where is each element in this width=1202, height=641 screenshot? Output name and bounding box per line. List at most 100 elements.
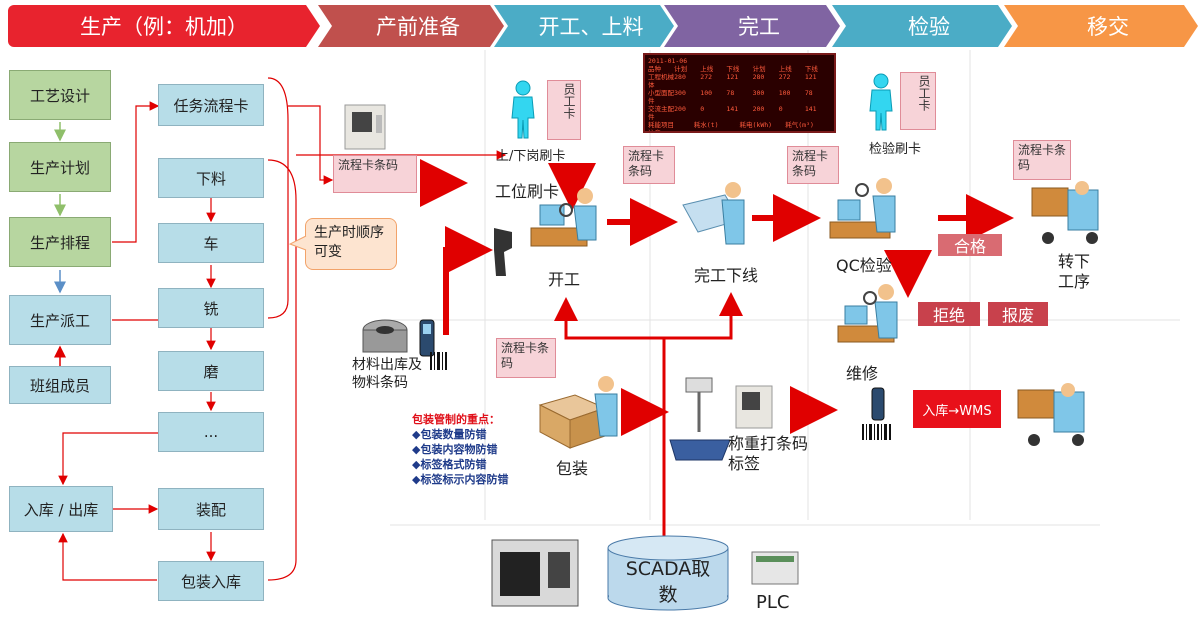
start-work-label: 开工 (548, 270, 581, 289)
board-cell: 上线 (778, 65, 792, 73)
forklift-icon (1031, 181, 1099, 244)
forklift-icon (1017, 383, 1085, 446)
workstation-icon (530, 188, 597, 247)
scrap-label: 报废 (988, 302, 1048, 326)
flow-card-tag: 流程卡条码 (623, 146, 675, 184)
board-cell: 交流主配件 (648, 105, 674, 121)
handheld-scanner-icon (419, 319, 435, 357)
callout-bubble: 生产时顺序可变 (305, 218, 397, 270)
board-cell: 工程机械体 (648, 73, 674, 89)
board-cell: 计划 (752, 65, 766, 73)
repair-station-icon (837, 284, 898, 343)
label-printer-icon (344, 104, 386, 150)
flow-card-tag: 流程卡条码 (787, 146, 839, 184)
board-cell: 200 (752, 105, 765, 113)
cnc-machine-icon (491, 539, 579, 607)
step-box: ... (158, 412, 264, 452)
packaging-note-item: ◆包装内容物防错 (412, 443, 498, 456)
board-cell: 280 (674, 73, 686, 81)
board-row: 品种计划上线下线计划上线下线 (648, 65, 831, 73)
production-dispatch-box: 生产派工 (9, 295, 111, 345)
wms-label: 入库→WMS (913, 390, 1001, 428)
station-swipe-label: 工位刷卡 (495, 182, 560, 201)
board-cell: 200 (674, 105, 686, 113)
board-cell: 100 (778, 89, 791, 97)
board-cell: 耗水(t) (693, 121, 719, 129)
barcode-icon (430, 352, 447, 370)
employee-card-tag: 员工卡 (900, 72, 936, 130)
packaging-label: 包装 (556, 459, 589, 478)
board-cell: 耗气(m³) (785, 121, 814, 129)
label-printer-icon (735, 385, 773, 429)
material-barcode-label: 材料出库及物料条码 (352, 357, 422, 391)
stage-chevron: 移交 (1004, 5, 1198, 47)
in-out-stock-box: 入库 / 出库 (9, 486, 113, 532)
team-members-box: 班组成员 (9, 366, 111, 404)
board-cell: 121 (804, 73, 817, 81)
packaging-notes-title: 包装管制的重点： (412, 413, 500, 426)
reject-label: 拒绝 (918, 302, 980, 326)
stage-chevron: 检验 (832, 5, 1012, 47)
board-cell: 78 (804, 89, 813, 97)
board-cell: 300 (752, 89, 765, 97)
board-cell: 上线 (700, 65, 714, 73)
process-design-box: 工艺设计 (9, 70, 111, 120)
packaging-note-item: ◆包装数量防错 (412, 428, 487, 441)
board-cell: 小型面配件 (648, 89, 674, 105)
finish-offline-label: 完工下线 (694, 266, 759, 285)
repair-label: 维修 (846, 364, 879, 383)
stage-label: 生产（例：机加） (80, 15, 248, 39)
plc-icon (751, 551, 799, 585)
plc-label: PLC (756, 592, 790, 613)
packaging-note-item: ◆标签格式防错 (412, 458, 487, 471)
step-box: 下料 (158, 158, 264, 198)
pass-label: 合格 (938, 234, 1002, 256)
stage-label: 检验 (908, 15, 950, 39)
packaging-box-icon (538, 376, 618, 449)
card-barcode-tag: 流程卡条码 (333, 155, 417, 193)
board-cell: 0 (778, 105, 783, 113)
scanner-gun-icon (494, 228, 512, 276)
stage-label: 开工、上料 (538, 15, 644, 39)
board-cell: 141 (726, 105, 739, 113)
board-cell: 280 (752, 73, 765, 81)
stage-label: 移交 (1087, 15, 1129, 39)
swipe-on-off-label: 上/下岗刷卡 (496, 149, 566, 164)
board-cell: 耗电(kWh) (739, 121, 773, 129)
board-cell: 下线 (804, 65, 818, 73)
board-cell: 品种 (648, 65, 661, 73)
stage-chevron: 生产（例：机加） (8, 5, 320, 47)
stage-chevron: 产前准备 (318, 5, 504, 47)
material-part-icon (362, 319, 408, 353)
step-box: 车 (158, 223, 264, 263)
assembly-worker-icon (682, 182, 745, 245)
task-card-box: 任务流程卡 (158, 84, 264, 126)
scada-label: SCADA取数 (625, 558, 711, 606)
board-cell: 300 (674, 89, 686, 97)
production-plan-box: 生产计划 (9, 142, 111, 192)
employee-card-tag: 员工卡 (547, 80, 581, 140)
qc-station-icon (829, 178, 896, 239)
qc-inspect-label: QC检验 (836, 256, 892, 275)
barcode-icon (862, 424, 891, 440)
handheld-scanner-icon (871, 387, 885, 421)
board-cell: 耗能项目 (648, 121, 674, 129)
board-cell: 272 (700, 73, 713, 81)
pack-stock-box: 包装入库 (158, 561, 264, 601)
flow-card-tag: 流程卡条码 (1013, 140, 1071, 180)
person-icon (869, 73, 893, 131)
assembly-box: 装配 (158, 488, 264, 530)
next-process-label: 转下工序 (1058, 252, 1091, 291)
board-cell: 78 (726, 89, 735, 97)
board-cell: 272 (778, 73, 791, 81)
board-cell: 100 (700, 89, 713, 97)
board-cell: 141 (804, 105, 817, 113)
board-cell: 计划 (674, 65, 688, 73)
packaging-note-item: ◆标签标示内容防错 (412, 473, 509, 486)
